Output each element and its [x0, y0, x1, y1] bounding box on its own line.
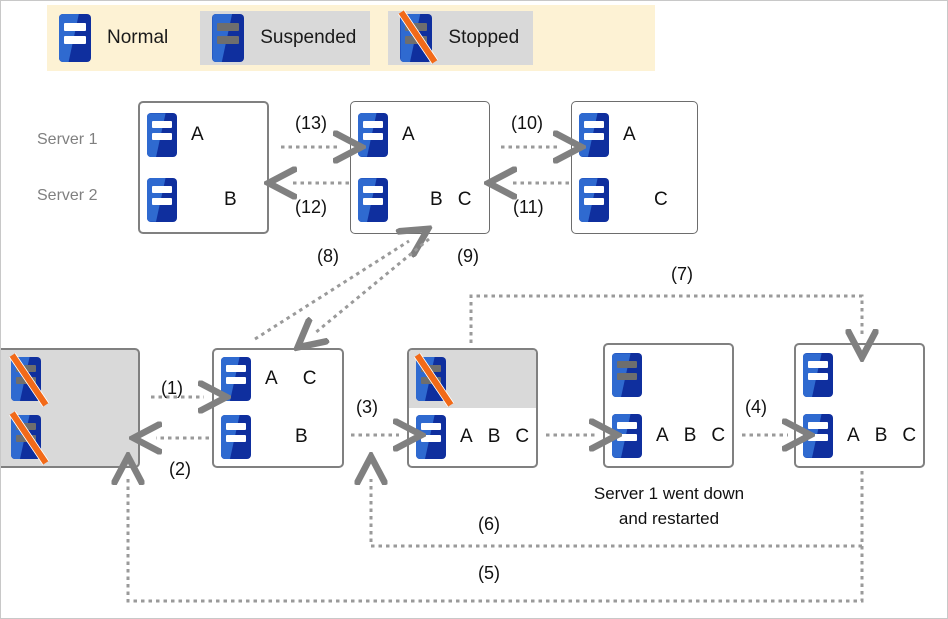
slot-letters: A [191, 124, 204, 146]
step-label-10: (10) [511, 113, 544, 133]
row-label-server2: Server 2 [37, 187, 98, 204]
slot-letters: A [623, 123, 636, 145]
step-label-8: (8) [317, 246, 339, 266]
slot-letters: B [224, 188, 237, 210]
step-label-5: (5) [478, 563, 500, 583]
caption-line-2: and restarted [618, 509, 720, 528]
server-normal-icon [579, 178, 609, 223]
server-normal-icon [221, 415, 251, 459]
server-normal-icon [147, 113, 177, 158]
step-label-1: (1) [161, 378, 183, 398]
server-suspended-icon [612, 353, 642, 398]
legend-item-suspended: Suspended [200, 11, 371, 65]
step-label-7: (7) [671, 264, 693, 284]
server-normal-icon [612, 413, 642, 458]
server-stopped-icon [413, 352, 454, 408]
server-slot-1: A [140, 103, 267, 168]
slot-letters: A [402, 123, 415, 145]
server-slot-1 [409, 350, 536, 408]
server-stopped-icon [8, 410, 49, 466]
server-slot-2 [1, 408, 138, 466]
server-slot-2: C [572, 168, 697, 234]
server-normal-icon [579, 112, 609, 157]
legend-item-normal: Normal [47, 11, 182, 65]
step-label-13: (13) [295, 113, 328, 133]
server-slot-2: B [140, 168, 267, 233]
server-normal-icon [358, 178, 388, 223]
server-slot-1 [605, 345, 732, 406]
server-stopped-icon [397, 9, 438, 65]
server-normal-icon [803, 353, 833, 398]
state-box-stopped-both[interactable] [1, 348, 140, 468]
row-label-server1: Server 1 [37, 131, 98, 148]
step-label-4: (4) [745, 397, 767, 417]
step-label-12: (12) [295, 197, 328, 217]
step-label-11: (11) [513, 197, 544, 217]
server-normal-icon [147, 177, 177, 222]
step-label-2: (2) [169, 459, 191, 479]
legend-panel: Normal Suspended Stopped [47, 5, 655, 71]
server-normal-icon [803, 413, 833, 458]
server-slot-1 [796, 345, 923, 406]
server-slot-1 [1, 350, 138, 408]
caption-server1-restart: Server 1 went down and restarted [569, 481, 769, 531]
server-normal-icon [221, 357, 251, 401]
legend-label-normal: Normal [107, 27, 169, 48]
legend-item-stopped: Stopped [388, 9, 534, 65]
state-box-a-c[interactable]: A C [571, 101, 698, 234]
server-stopped-icon [8, 352, 49, 408]
arrow-7 [469, 294, 862, 343]
caption-line-1: Server 1 went down [593, 484, 745, 503]
step-label-9: (9) [457, 246, 479, 266]
step-label-3: (3) [356, 397, 378, 417]
step-label-6: (6) [478, 514, 500, 534]
server-normal-icon [59, 14, 91, 62]
server-slot-1: A [351, 102, 489, 168]
legend-label-stopped: Stopped [448, 27, 520, 48]
server-slot-1: A [572, 102, 697, 168]
server-normal-icon [358, 112, 388, 157]
server-slot-2: B [214, 408, 342, 466]
server-suspended-icon [212, 14, 245, 62]
slot-letters: C [654, 189, 668, 211]
legend-label-suspended: Suspended [260, 27, 357, 48]
server-normal-icon [416, 415, 446, 459]
slot-letters: B [295, 426, 308, 447]
state-box-ab[interactable]: A B [138, 101, 269, 234]
